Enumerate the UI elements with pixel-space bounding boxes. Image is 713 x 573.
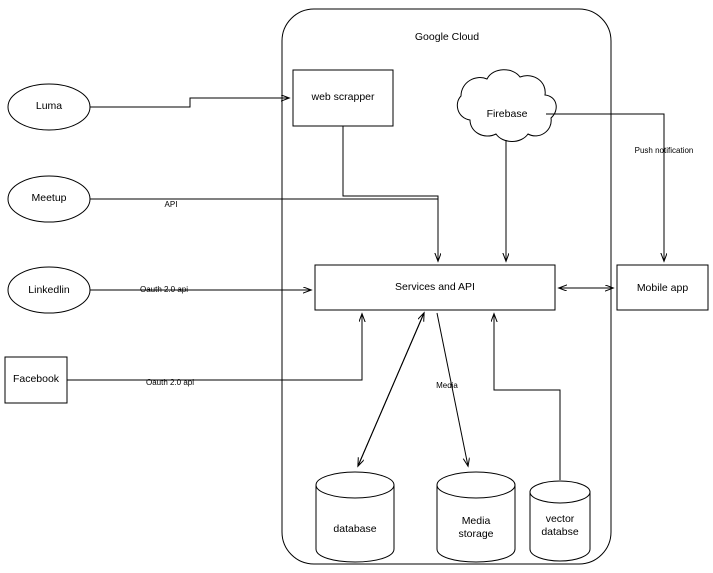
- luma-shape: [7, 83, 91, 131]
- linkedin-shape: [7, 266, 91, 314]
- edge-services-to-media-storage: [436, 312, 468, 466]
- edge-firebase-to-mobile-app: [546, 113, 664, 261]
- edge-database-to-services: [357, 313, 424, 467]
- firebase-shape: [456, 69, 557, 142]
- media-storage-shape: [436, 471, 516, 563]
- meetup-shape: [7, 175, 91, 223]
- vector-database-shape: [529, 480, 591, 562]
- services-api-shape: [314, 264, 556, 311]
- database-shape: [315, 471, 395, 563]
- web-scrapper-shape: [292, 69, 394, 127]
- edge-web-scrapper-to-services: [342, 126, 438, 261]
- edge-vector-database-to-services: [494, 314, 561, 480]
- edge-luma-to-web-scrapper: [90, 98, 289, 108]
- mobile-app-shape: [616, 264, 709, 311]
- edge-facebook-to-services: [67, 314, 362, 381]
- facebook-shape: [4, 356, 68, 404]
- google-cloud-title: Google Cloud: [414, 31, 480, 43]
